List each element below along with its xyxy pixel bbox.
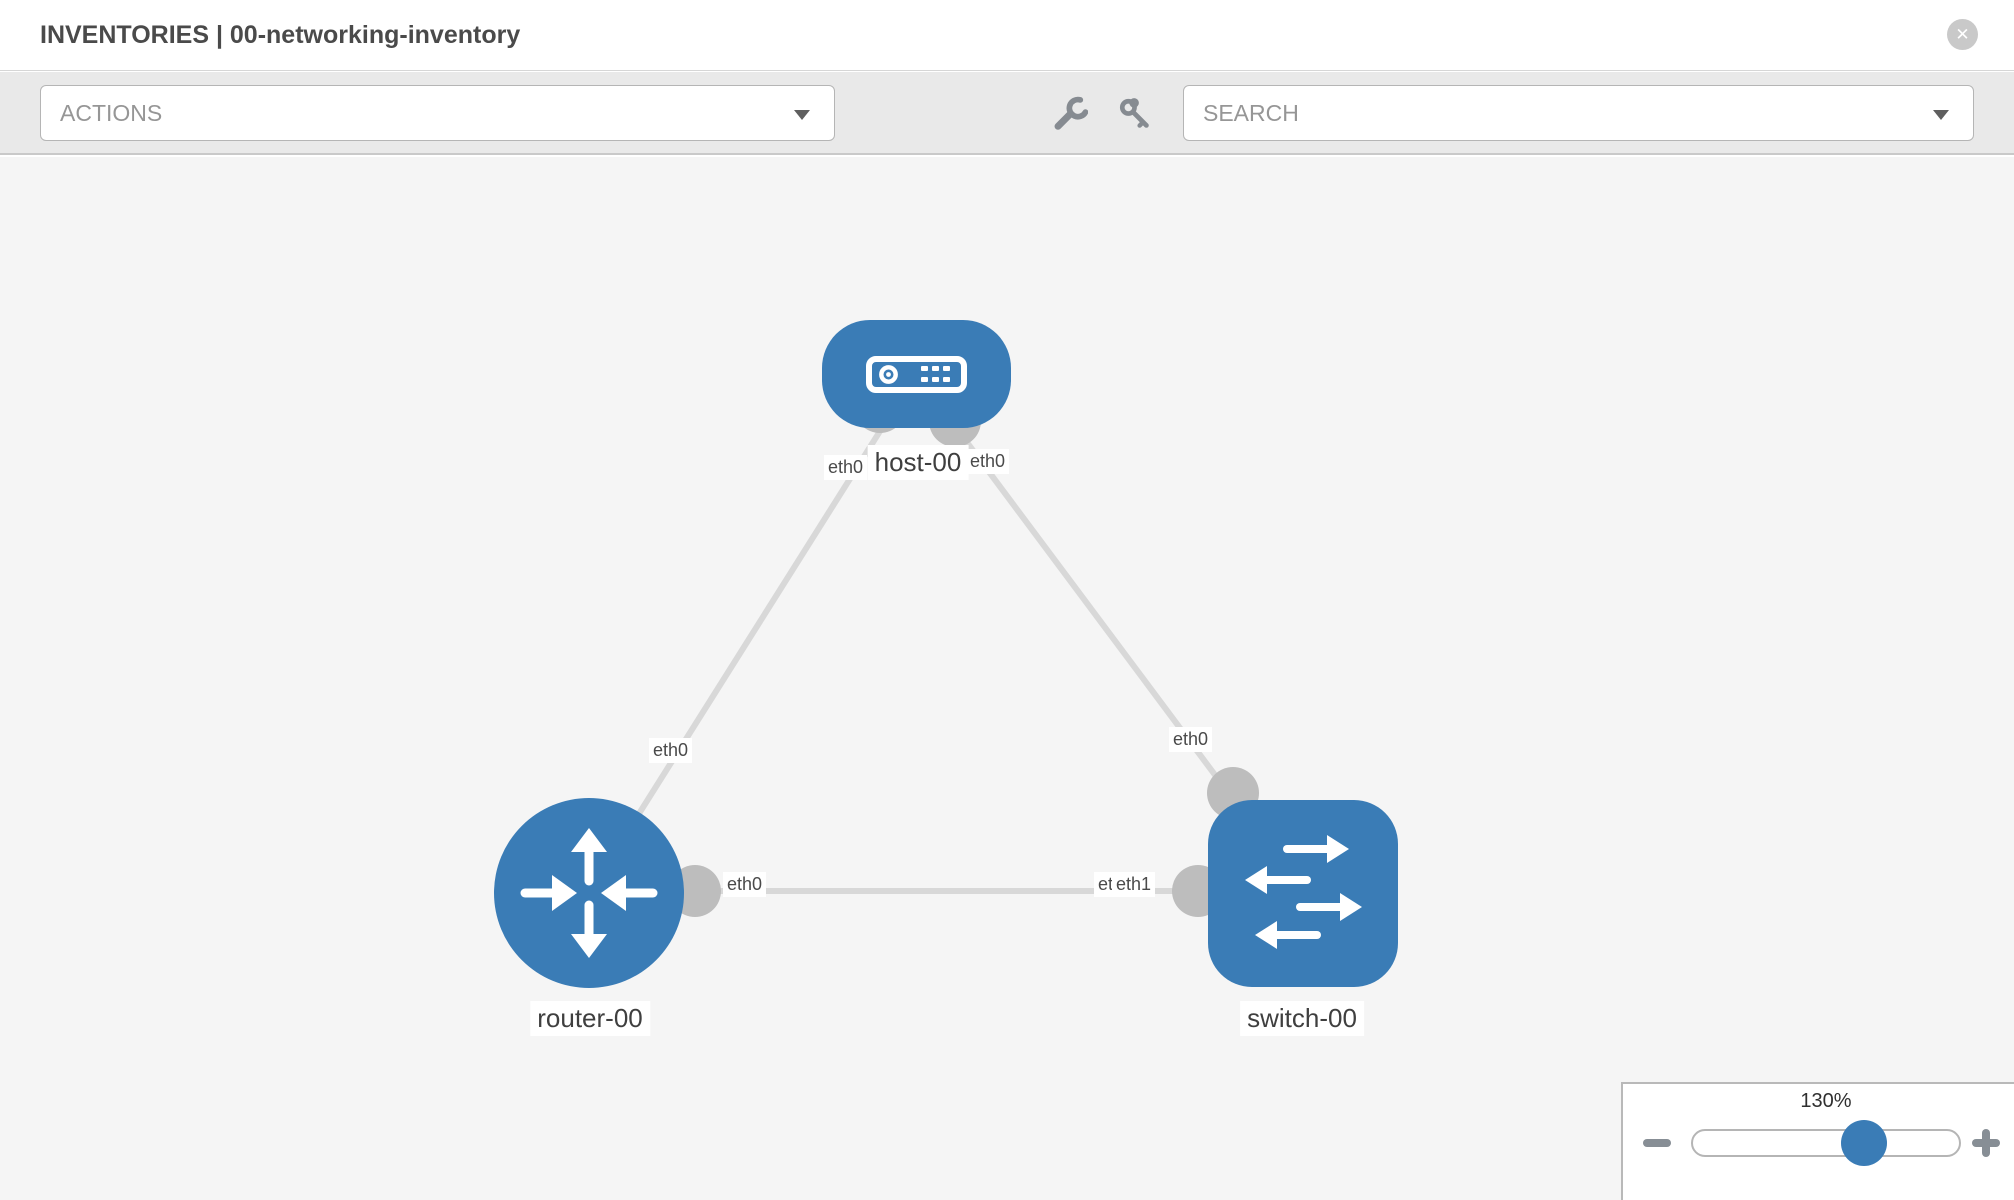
node-label-host: host-00 bbox=[867, 445, 969, 480]
node-switch[interactable] bbox=[1208, 800, 1398, 987]
router-icon bbox=[520, 828, 658, 958]
interface-label-host-router: eth0 bbox=[824, 455, 868, 480]
configure-button[interactable] bbox=[1050, 94, 1090, 134]
zoom-panel: 130% bbox=[1621, 1082, 2014, 1200]
wrench-icon bbox=[1054, 96, 1088, 130]
interface-label-router-switch: eth0 bbox=[723, 872, 767, 897]
chevron-down-icon bbox=[1933, 110, 1949, 120]
header: INVENTORIES | 00-networking-inventory ✕ bbox=[0, 0, 2014, 71]
zoom-level-value: 130% bbox=[1800, 1090, 1852, 1112]
search-dropdown[interactable]: SEARCH bbox=[1183, 85, 1974, 141]
interface-label-switch-router: eth1 bbox=[1112, 872, 1156, 897]
interface-label-host-switch: eth0 bbox=[966, 449, 1010, 474]
chevron-down-icon bbox=[794, 110, 810, 120]
search-dropdown-value: SEARCH bbox=[1203, 100, 1299, 126]
credentials-button[interactable] bbox=[1115, 94, 1155, 134]
toolbar: ACTIONS SEARCH bbox=[0, 72, 2014, 155]
node-label-router: router-00 bbox=[530, 1001, 650, 1036]
host-icon bbox=[866, 356, 967, 393]
node-host[interactable] bbox=[822, 320, 1011, 428]
minus-icon[interactable] bbox=[1643, 1139, 1671, 1147]
actions-dropdown-value: ACTIONS bbox=[60, 100, 163, 126]
actions-dropdown[interactable]: ACTIONS bbox=[40, 85, 835, 141]
plus-icon[interactable] bbox=[1972, 1129, 2000, 1157]
zoom-slider-handle[interactable] bbox=[1841, 1120, 1887, 1166]
zoom-slider-track[interactable] bbox=[1691, 1129, 1961, 1157]
key-icon bbox=[1119, 98, 1149, 128]
interface-label-router-host: eth0 bbox=[649, 738, 693, 763]
topology-canvas[interactable]: host-00 router-00 switch-00 eth0 eth0 et… bbox=[0, 157, 2014, 1200]
topology-svg bbox=[494, 320, 1398, 988]
switch-icon bbox=[1245, 835, 1362, 949]
page-title: INVENTORIES | 00-networking-inventory bbox=[40, 21, 521, 49]
close-icon[interactable]: ✕ bbox=[1947, 19, 1978, 50]
node-label-switch: switch-00 bbox=[1240, 1001, 1364, 1036]
node-router[interactable] bbox=[494, 798, 684, 988]
interface-label-switch-host: eth0 bbox=[1169, 727, 1213, 752]
